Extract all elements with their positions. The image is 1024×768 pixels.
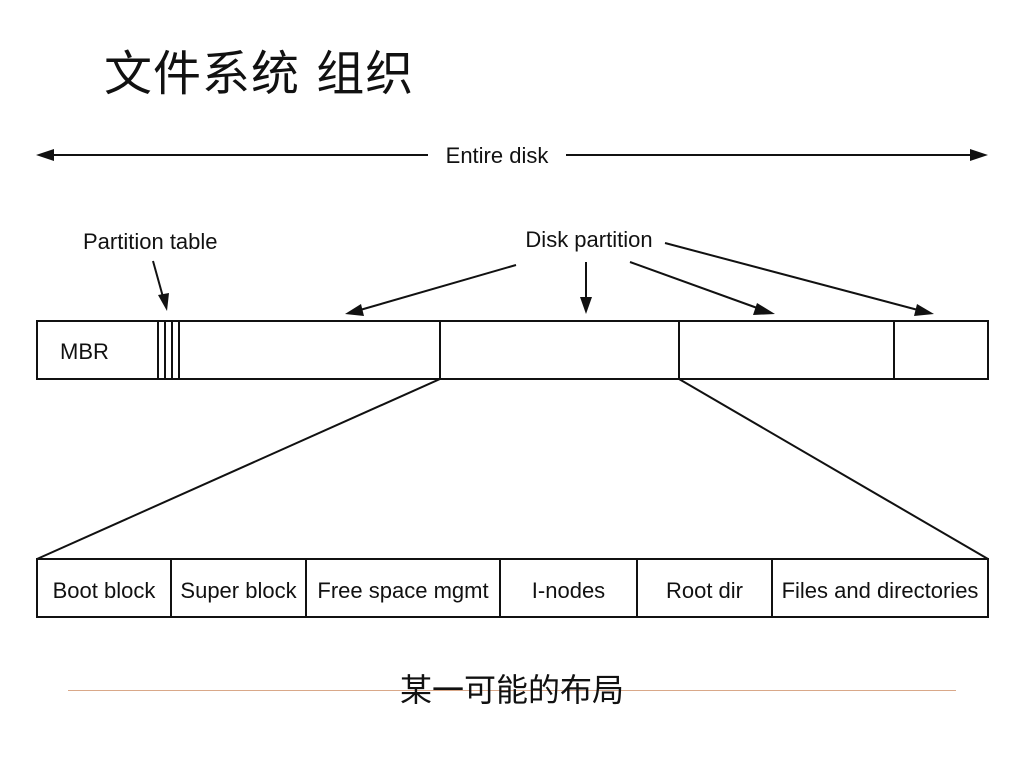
free-space-mgmt-label: Free space mgmt (317, 578, 488, 603)
layout-bar-outline (36, 558, 989, 618)
disk-partition-arrow-1 (359, 264, 517, 311)
entire-disk-arrowhead-right (970, 149, 988, 161)
entire-disk-arrowhead-left (36, 149, 54, 161)
partition-table-label: Partition table (83, 229, 218, 254)
partition-expansion-lines (36, 378, 989, 560)
expansion-line-right (678, 378, 989, 560)
disk-partition-arrow-3 (629, 261, 761, 310)
mbr-label: MBR (60, 339, 109, 364)
disk-bar: MBR (36, 320, 989, 380)
entire-disk-label: Entire disk (446, 143, 550, 168)
disk-partition-arrowhead-1 (345, 304, 364, 316)
root-dir-label: Root dir (666, 578, 743, 603)
disk-partition-label: Disk partition (525, 227, 652, 252)
partition-table-arrowhead (158, 293, 169, 311)
entire-disk-arrow: Entire disk (36, 143, 988, 168)
super-block-label: Super block (180, 578, 297, 603)
disk-partition-arrowhead-4 (914, 304, 934, 316)
partition-table-arrow-line (152, 260, 164, 298)
files-and-directories-label: Files and directories (782, 578, 979, 603)
partition-table-callout: Partition table (83, 229, 218, 311)
caption-rule (68, 690, 956, 691)
disk-partition-callout: Disk partition (345, 227, 934, 316)
disk-bar-outline (36, 320, 989, 380)
caption: 某一可能的布局 (399, 671, 624, 709)
disk-partition-arrowhead-2 (580, 297, 592, 314)
slide-title: 文件系统 组织 (104, 46, 415, 102)
partition-layout-bar: Boot block Super block Free space mgmt I… (36, 558, 989, 618)
expansion-line-left (36, 378, 441, 560)
disk-partition-arrow-4 (664, 242, 919, 311)
disk-partition-arrowhead-3 (753, 303, 775, 315)
boot-block-label: Boot block (53, 578, 157, 603)
i-nodes-label: I-nodes (532, 578, 605, 603)
